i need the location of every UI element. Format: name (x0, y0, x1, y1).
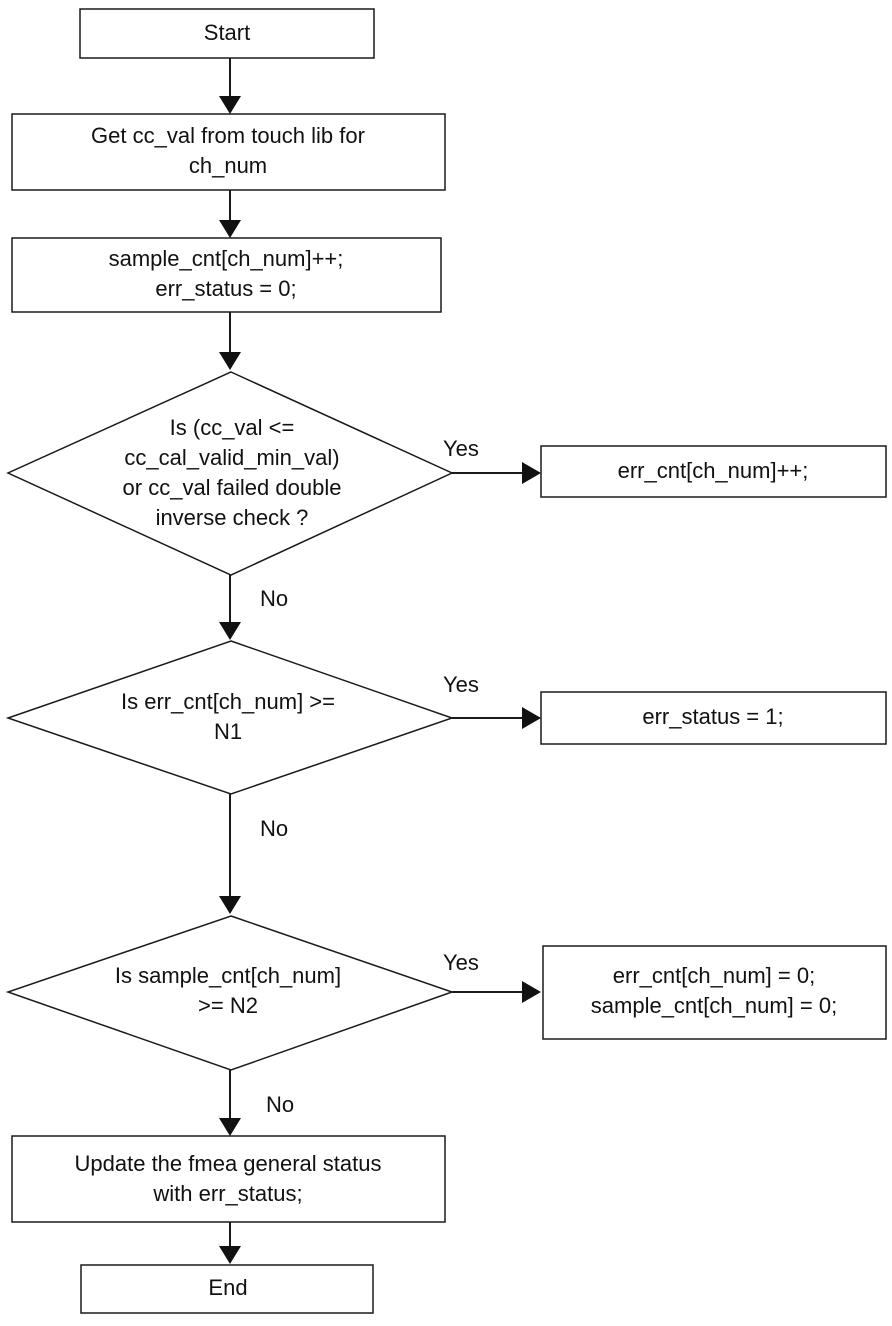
arrowhead-get (219, 96, 241, 114)
text-line: err_cnt[ch_num] = 0; (613, 963, 815, 988)
label-check-valid-yes: Yes (443, 436, 479, 461)
text-line: Is (cc_val <= (170, 415, 295, 440)
text-line: err_status = 1; (642, 704, 783, 729)
node-update-status: Update the fmea general status with err_s… (11, 1135, 446, 1223)
arrowhead-check-valid (219, 352, 241, 370)
decision-check-n2-text: Is sample_cnt[ch_num] >= N2 (115, 963, 341, 1018)
node-reset-counters-text: err_cnt[ch_num] = 0; sample_cnt[ch_num] =… (591, 963, 837, 1018)
decision-check-n2: Is sample_cnt[ch_num] >= N2 (5, 915, 455, 1071)
text-line: >= N2 (198, 993, 258, 1018)
node-init-text: sample_cnt[ch_num]++; err_status = 0; (109, 246, 344, 301)
text-line: err_status = 0; (155, 276, 296, 301)
arrowhead-check-n1 (219, 622, 241, 640)
node-set-err-status: err_status = 1; (540, 691, 887, 745)
node-update-status-text: Update the fmea general status with err_s… (75, 1151, 382, 1206)
node-init: sample_cnt[ch_num]++; err_status = 0; (11, 237, 442, 313)
text-line: Is sample_cnt[ch_num] (115, 963, 341, 988)
node-err-cnt-inc-text: err_cnt[ch_num]++; (618, 458, 809, 483)
text-line: Start (204, 20, 250, 45)
label-check-n1-no: No (260, 816, 288, 841)
arrowhead-end (219, 1246, 241, 1264)
text-line: sample_cnt[ch_num]++; (109, 246, 344, 271)
label-check-n2-yes: Yes (443, 950, 479, 975)
node-reset-counters: err_cnt[ch_num] = 0; sample_cnt[ch_num] =… (542, 945, 887, 1040)
decision-check-valid: Is (cc_val <= cc_cal_valid_min_val)or cc_… (6, 371, 454, 576)
decision-check-n1: Is err_cnt[ch_num] >= N1 (5, 640, 455, 795)
node-start: Start (79, 8, 375, 59)
label-check-n2-no: No (266, 1092, 294, 1117)
decision-check-valid-text: Is (cc_val <= cc_cal_valid_min_val)or cc_… (123, 415, 342, 530)
text-line: with err_status; (152, 1181, 302, 1206)
label-check-valid-no: No (260, 586, 288, 611)
node-set-err-status-text: err_status = 1; (642, 704, 783, 729)
text-line: Get cc_val from touch lib for (91, 123, 365, 148)
text-line: err_cnt[ch_num]++; (618, 458, 809, 483)
arrowhead-reset-counters (522, 981, 541, 1003)
node-get-cc-val: Get cc_val from touch lib for ch_num (11, 113, 446, 191)
text-line: sample_cnt[ch_num] = 0; (591, 993, 837, 1018)
node-start-text: Start (204, 20, 250, 45)
label-check-n1-yes: Yes (443, 672, 479, 697)
node-get-cc-val-text: Get cc_val from touch lib for ch_num (91, 123, 365, 178)
text-line: End (208, 1275, 247, 1300)
arrowhead-init (219, 220, 241, 238)
arrowhead-err-cnt-inc (522, 462, 541, 484)
text-line: Is err_cnt[ch_num] >= (121, 689, 335, 714)
arrowhead-update-status (219, 1118, 241, 1136)
arrowhead-check-n2 (219, 896, 241, 914)
node-end: End (80, 1264, 374, 1314)
text-line: inverse check ? (156, 505, 309, 530)
text-line: Update the fmea general status (75, 1151, 382, 1176)
node-end-text: End (208, 1275, 247, 1300)
text-line: ch_num (189, 153, 267, 178)
decision-check-n1-text: Is err_cnt[ch_num] >= N1 (121, 689, 335, 744)
text-line: N1 (214, 719, 242, 744)
arrowhead-set-err-status (522, 707, 541, 729)
node-err-cnt-inc: err_cnt[ch_num]++; (540, 445, 887, 498)
text-line: cc_cal_valid_min_val) (124, 445, 339, 470)
connectors (219, 58, 541, 1264)
text-line: or cc_val failed double (123, 475, 342, 500)
